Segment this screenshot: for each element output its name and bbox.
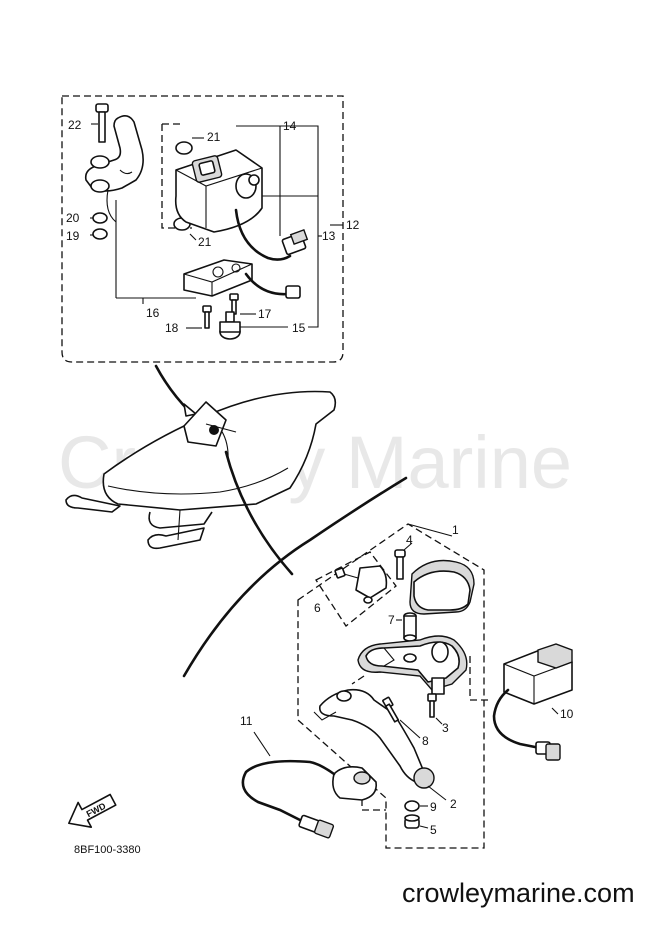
assembly-6-border [315,551,397,627]
callout-22: 22 [68,118,82,132]
bolt-4 [394,549,406,580]
callout-20: 20 [66,211,80,225]
callout-21-bottom: 21 [198,235,212,249]
relay-cover [183,259,253,297]
callout-6: 6 [314,601,321,615]
callout-5: 5 [430,823,437,837]
divider-arc [182,476,408,678]
washer-20 [92,212,108,224]
lower-pointer [224,450,294,576]
screw-3 [427,693,437,718]
callout-13: 13 [322,229,336,243]
grommet-21-top [175,141,193,155]
callout-15: 15 [292,321,306,335]
callout-14: 14 [283,119,297,133]
throttle-switch [332,766,378,801]
nut-19 [92,228,108,240]
callout-16: 16 [146,306,160,320]
callout-9: 9 [430,800,437,814]
starter-relay [174,149,263,233]
callout-8: 8 [422,734,429,748]
collar-7 [403,612,417,642]
washer-9 [404,800,420,812]
fwd-arrow-icon: FWD [68,793,117,828]
screw-17 [229,293,239,315]
relay-inset-border [61,95,344,363]
callout-18: 18 [165,321,179,335]
switch-block [355,565,388,604]
callout-3: 3 [442,721,449,735]
throttle-housing [357,635,468,695]
relay-10-connector [535,741,561,761]
callout-11: 11 [240,714,253,728]
throttle-assembly [241,523,573,849]
site-footer: crowleymarine.com [402,878,635,908]
cover-connector [285,285,301,299]
relay-connector [281,229,309,256]
callout-4: 4 [406,533,413,547]
callout-21-top: 21 [207,130,221,144]
housing-cover [409,559,475,615]
relay-bracket [84,114,144,193]
assembly-1-border [297,523,485,849]
callout-7: 7 [388,613,395,627]
diagram-code: 8BF100-3380 [74,844,141,856]
callout-17: 17 [258,307,272,321]
callout-2: 2 [450,797,457,811]
throttle-lever [313,688,435,789]
relay-10 [503,643,573,705]
callout-10: 10 [560,707,574,721]
screw-8 [382,696,400,723]
relay-inset: 22 21 14 20 19 21 13 12 16 17 18 15 [61,95,360,363]
snowmobile-outline [65,390,337,550]
callout-12: 12 [346,218,360,232]
screw-18 [202,305,212,329]
bolt-15 [219,311,241,340]
callout-19: 19 [66,229,80,243]
callout-1: 1 [452,523,459,537]
screw-6 [334,567,359,579]
nut-5 [404,814,420,829]
bolt-22 [95,103,109,143]
switch-connector [298,814,335,839]
